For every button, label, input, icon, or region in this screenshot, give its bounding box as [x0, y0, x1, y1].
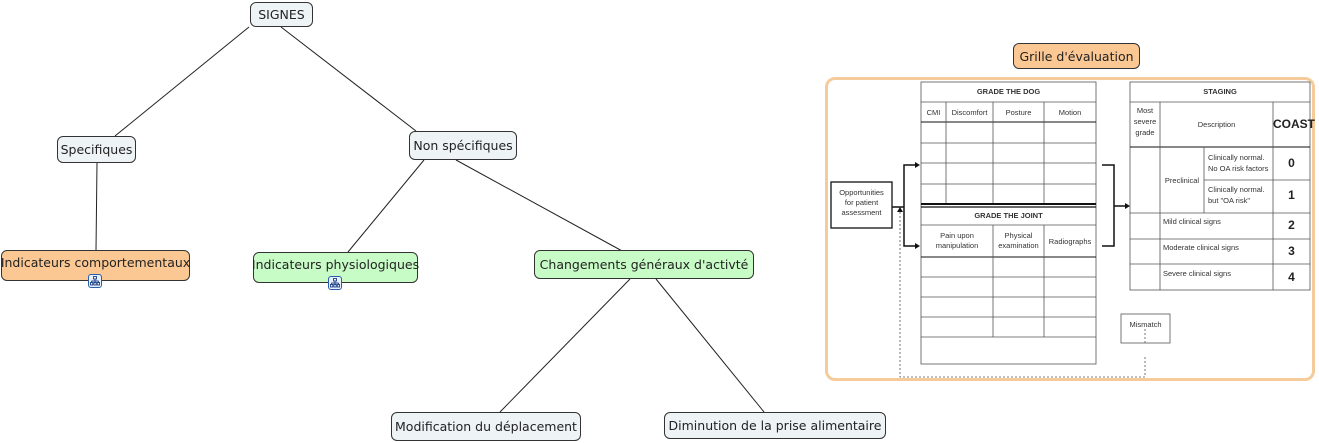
node-grille-evaluation[interactable]: Grille d'évaluation — [1013, 43, 1140, 69]
staging-col-most-2: severe — [1133, 117, 1157, 126]
link-specifiques-comportementaux — [95, 162, 98, 251]
staging-row1-desc-2: but "OA risk" — [1208, 196, 1251, 205]
staging-col-most-3: grade — [1135, 128, 1155, 137]
node-modification[interactable]: Modification du déplacement — [391, 412, 581, 441]
submap-icon[interactable] — [88, 274, 102, 288]
node-indicateurs-comportementaux-label: Indicateurs comportementaux — [0, 255, 191, 270]
staging-preclinical: Preclinical — [1164, 176, 1200, 185]
staging-row1-desc-1: Clinically normal. — [1208, 185, 1265, 194]
node-signes-label: SIGNES — [258, 7, 305, 22]
link-signes-nonspecifiques — [280, 26, 417, 132]
link-signes-specifiques — [114, 26, 250, 137]
submap-icon[interactable] — [328, 276, 342, 290]
grade-dog-col-discomfort: Discomfort — [951, 108, 988, 117]
node-changements-label: Changements généraux d'activté — [539, 257, 749, 272]
staging-row0-coast: 0 — [1288, 156, 1295, 170]
grade-joint-col-radiographs: Radiographs — [1048, 237, 1092, 246]
node-grille-evaluation-label: Grille d'évaluation — [1019, 48, 1134, 64]
node-specifiques-label: Specifiques — [60, 142, 133, 157]
staging-row3-coast: 3 — [1288, 244, 1295, 258]
staging-row0-desc-2: No OA risk factors — [1208, 164, 1269, 173]
node-indicateurs-physiologiques-label: Indicateurs physiologiques — [251, 257, 420, 272]
grade-joint-col-physical-1: Physical — [1004, 231, 1033, 240]
node-changements[interactable]: Changements généraux d'activté — [534, 250, 754, 279]
link-nonspecifiques-physiologiques — [347, 159, 425, 253]
grade-dog-col-motion: Motion — [1058, 108, 1082, 117]
opportunities-label-line3: assessment — [841, 208, 882, 217]
grade-dog-col-posture: Posture — [1005, 108, 1032, 117]
node-specifiques[interactable]: Specifiques — [57, 136, 136, 163]
opportunities-label-line1: Opportunities — [839, 188, 884, 197]
staging-col-description: Description — [1197, 120, 1236, 129]
opportunities-box — [830, 181, 893, 229]
staging-row1-coast: 1 — [1288, 188, 1295, 202]
link-changements-modification — [499, 278, 631, 413]
staging-col-most-1: Most — [1136, 106, 1154, 115]
grade-dog-col-cmi: CMI — [926, 108, 941, 117]
grade-dog-title: GRADE THE DOG — [976, 87, 1041, 96]
grade-joint-title: GRADE THE JOINT — [974, 211, 1043, 220]
grille-image-frame[interactable]: Opportunities for patient assessment GRA… — [825, 77, 1315, 381]
staging-row4-desc: Severe clinical signs — [1163, 269, 1231, 278]
staging-col-coast: COAST — [1273, 117, 1315, 131]
node-non-specifiques-label: Non spécifiques — [413, 138, 513, 153]
link-nonspecifiques-changements — [455, 159, 625, 253]
mismatch-label: Mismatch — [1129, 320, 1162, 329]
grille-figure — [830, 81, 1311, 378]
staging-row2-coast: 2 — [1288, 218, 1295, 232]
grade-joint-col-physical-2: examination — [998, 241, 1039, 250]
staging-row3-desc: Moderate clinical signs — [1163, 243, 1239, 252]
node-diminution[interactable]: Diminution de la prise alimentaire — [664, 412, 886, 439]
grade-joint-col-pain-1: Pain upon — [940, 231, 974, 240]
node-signes[interactable]: SIGNES — [250, 2, 313, 27]
node-non-specifiques[interactable]: Non spécifiques — [409, 131, 517, 160]
staging-row0-desc-1: Clinically normal. — [1208, 153, 1265, 162]
staging-title: STAGING — [1203, 87, 1237, 96]
node-modification-label: Modification du déplacement — [395, 419, 577, 434]
grade-joint-col-pain-2: manipulation — [935, 241, 979, 250]
link-changements-diminution — [655, 278, 765, 413]
staging-row4-coast: 4 — [1288, 270, 1295, 284]
staging-row2-desc: Mild clinical signs — [1163, 217, 1221, 226]
opportunities-label-line2: for patient — [844, 198, 879, 207]
node-diminution-label: Diminution de la prise alimentaire — [668, 418, 882, 433]
